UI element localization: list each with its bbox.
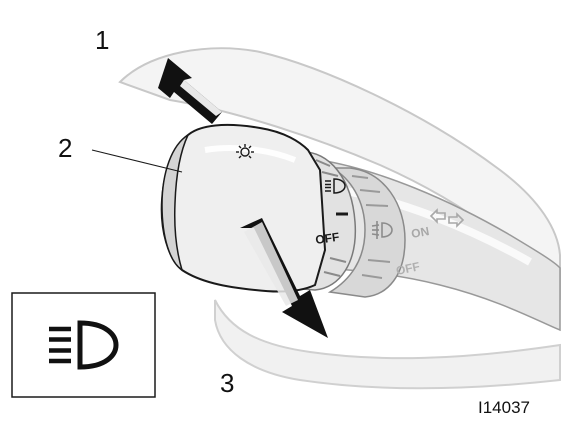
column-lower-outline (214, 299, 561, 390)
arrow-down-shade (244, 222, 298, 306)
knob-highlight (204, 145, 297, 163)
callout-3: 3 (220, 368, 235, 398)
fog-switch-ring (327, 167, 406, 298)
column-housing-outline (118, 47, 561, 301)
arrow-up-shade (180, 80, 222, 116)
turn-signal-arrows-icon (429, 208, 465, 228)
high-beam-icon (49, 320, 119, 370)
callout-2-leader (91, 149, 183, 173)
figure-id: I14037 (478, 398, 530, 417)
off-label-outer: OFF (395, 259, 421, 278)
headlight-icon (325, 178, 346, 194)
callout-1: 1 (95, 25, 110, 55)
tail-light-icon (236, 144, 254, 159)
fog-light-icon (371, 221, 393, 239)
off-label-inner: OFF (314, 230, 340, 247)
callout-2: 2 (58, 133, 73, 163)
high-beam-symbol-box (11, 292, 156, 398)
on-label-outer: ON (410, 224, 430, 241)
fog-ring-ridges (351, 175, 391, 279)
headlight-ring-ridges (315, 159, 347, 277)
